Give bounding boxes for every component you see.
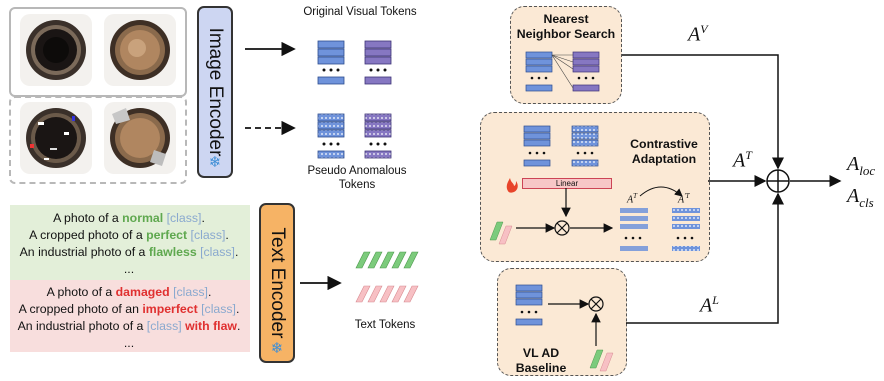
linear-layer: Linear (522, 178, 612, 189)
anomalous-prompt-list: A photo of a damaged [class]. A cropped … (10, 284, 248, 352)
a-cls-label: Acls (847, 185, 874, 210)
normal-prompt-list: A photo of a normal [class]. A cropped p… (10, 210, 248, 278)
snowflake-icon: ❄ (208, 154, 222, 171)
text-encoder-label: Text Encoder (267, 227, 288, 339)
photo-normal-dark (20, 14, 92, 86)
normal-prompt-2: A cropped photo of a perfect [class]. (29, 228, 229, 242)
normal-prompt-ellipsis: ... (123, 262, 135, 276)
image-encoder-block: Image Encoder ❄ (197, 6, 233, 178)
a-loc-label: Aloc (847, 153, 876, 178)
text-encoder-block: Text Encoder ❄ (259, 203, 295, 363)
a-t-label: AT (733, 148, 752, 172)
sum-icon (766, 169, 790, 193)
pseudo-tokens-label: Pseudo Anomalous Tokens (307, 165, 407, 191)
original-visual-tokens (317, 40, 392, 85)
anomal-prompt-2: A cropped photo of an imperfect [class]. (18, 302, 240, 316)
image-encoder-label: Image Encoder (205, 27, 226, 157)
a-t-prime-label: A′T (678, 192, 690, 206)
photo-normal-brown (104, 14, 176, 86)
normal-prompts-box (10, 205, 250, 280)
text-tokens-label: Text Tokens (354, 319, 416, 331)
a-v-label: AV (688, 22, 708, 46)
nns-title: Nearest Neighbor Search (516, 12, 616, 41)
vl-ad-baseline-title: VL AD Baseline (515, 346, 567, 375)
normal-prompt-1: A photo of a normal [class]. (53, 211, 205, 225)
anomal-prompt-3: An industrial photo of a [class] with fl… (17, 319, 241, 333)
contrastive-adaptation-title: Contrastive Adaptation (630, 137, 698, 166)
normal-prompt-3: An industrial photo of a flawless [class… (19, 245, 239, 259)
pseudo-anomalous-tokens (317, 113, 392, 159)
photo-anomalous-dark (20, 102, 92, 174)
original-tokens-label: Original Visual Tokens (303, 6, 417, 18)
pseudo-anomalous-images-group (9, 96, 187, 184)
a-l-label: AL (700, 293, 719, 317)
anomal-prompt-1: A photo of a damaged [class]. (46, 285, 212, 299)
anomal-prompt-ellipsis: ... (123, 336, 135, 350)
anomalous-prompts-box (10, 280, 250, 352)
a-t-small-label: AT (627, 192, 638, 206)
photo-anomalous-brown (104, 102, 176, 174)
snowflake-icon: ❄ (270, 340, 284, 357)
text-tokens (355, 251, 419, 303)
